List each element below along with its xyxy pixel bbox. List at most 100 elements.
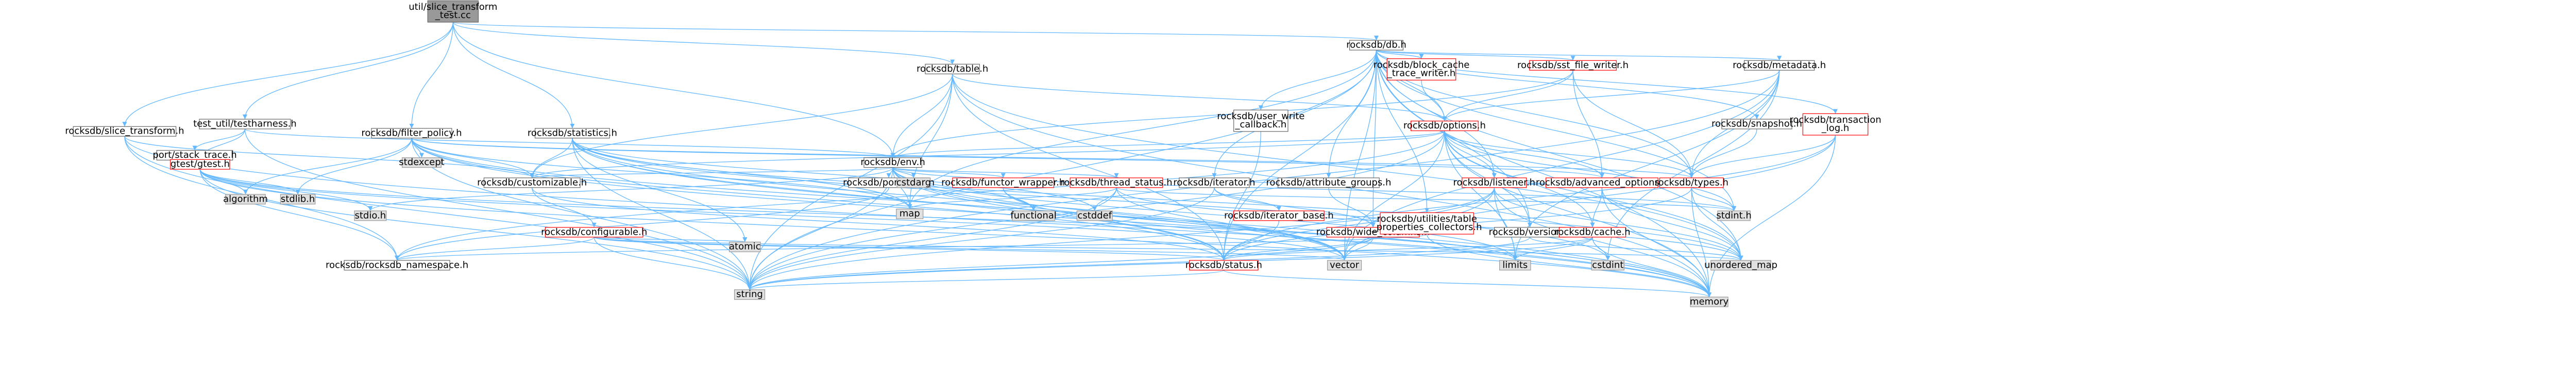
edge-tableproperties-to-memory — [1426, 234, 1712, 297]
node-map[interactable]: map — [896, 208, 924, 219]
node-blockcache[interactable]: rocksdb/block_cache_trace_writer.h — [1374, 58, 1470, 80]
node-box-cstdarg — [896, 177, 931, 188]
node-sstfilewriter[interactable]: rocksdb/sst_file_writer.h — [1517, 60, 1629, 71]
node-label-algorithm: algorithm — [223, 193, 268, 204]
edge-statistics-to-cstddef — [572, 138, 1097, 211]
edge-transactionlog-to-status — [1221, 135, 1836, 260]
node-configurable[interactable]: rocksdb/configurable.h — [541, 226, 647, 238]
node-box-testharness — [199, 119, 291, 129]
node-userwrite[interactable]: rocksdb/user_write_callback.h — [1217, 109, 1304, 132]
node-box-env — [863, 157, 922, 168]
node-box-options — [1411, 121, 1479, 132]
edge-transactionlog-to-types — [1689, 135, 1836, 178]
node-vector[interactable]: vector — [1327, 259, 1362, 271]
node-functional[interactable]: functional — [1010, 210, 1057, 221]
node-label-root: util/slice_transform — [409, 2, 497, 12]
edge-options-to-types — [1444, 130, 1694, 178]
node-portstack[interactable]: port/stack_trace.h — [152, 150, 237, 161]
node-statistics[interactable]: rocksdb/statistics.h — [528, 127, 617, 139]
node-status[interactable]: rocksdb/status.h — [1185, 259, 1262, 271]
node-label-limits: limits — [1502, 259, 1528, 270]
edge-options-to-namespace — [395, 130, 1445, 260]
node-attributegroups[interactable]: rocksdb/attribute_groups.h — [1266, 177, 1391, 188]
node-functorwrapper[interactable]: rocksdb/functor_wrapper.h — [941, 177, 1065, 188]
edge-table-to-status — [952, 74, 1226, 260]
node-memory[interactable]: memory — [1690, 296, 1729, 307]
edge-root-to-statistics — [452, 22, 575, 128]
node-label-iterator: rocksdb/iterator.h — [1173, 177, 1255, 188]
edge-cache-to-string — [747, 237, 1593, 290]
node-stdio[interactable]: stdio.h — [354, 210, 387, 221]
edge-db-to-map — [907, 50, 1377, 209]
node-customizable[interactable]: rocksdb/customizable.h — [477, 177, 587, 188]
edge-filterpolicy-to-status — [411, 138, 1226, 260]
node-limits[interactable]: limits — [1499, 259, 1531, 271]
edge-options-to-stdint — [1444, 130, 1737, 211]
edge-sstfilewriter-to-env — [890, 70, 1573, 158]
edge-testharness-to-portstack — [192, 128, 246, 151]
node-box-listener — [1462, 177, 1527, 188]
node-unorderedmap[interactable]: unordered_map — [1704, 259, 1777, 271]
node-filterpolicy[interactable]: rocksdb/filter_policy.h — [361, 127, 462, 139]
node-namespace[interactable]: rocksdb/rocksdb_namespace.h — [326, 259, 468, 271]
node-cstdarg[interactable]: cstdarg — [896, 177, 931, 188]
node-box-stdint — [1717, 210, 1751, 221]
node-root[interactable]: util/slice_transform_test.cc — [409, 0, 497, 23]
edge-version-to-string — [747, 237, 1531, 290]
node-stdlib[interactable]: stdlib.h — [280, 193, 316, 205]
node-advancedoptions[interactable]: rocksdb/advanced_options.h — [1536, 177, 1668, 188]
edge-db-to-attributegroups — [1326, 50, 1377, 178]
node-label-memory: memory — [1690, 296, 1729, 307]
edge-env-to-threadstatus — [892, 167, 1119, 178]
edge-statistics-to-memory — [572, 138, 1711, 297]
edge-types-to-memory — [1691, 187, 1712, 297]
edge-gtest-to-namespace — [199, 169, 400, 260]
node-box-metadata — [1743, 60, 1815, 71]
node-options[interactable]: rocksdb/options.h — [1403, 120, 1486, 132]
edge-widecolumns-to-string — [747, 237, 1374, 290]
node-stdexcept[interactable]: stdexcept — [399, 157, 445, 168]
node-testharness[interactable]: test_util/testharness.h — [193, 119, 297, 129]
node-db[interactable]: rocksdb/db.h — [1346, 40, 1406, 51]
node-cache[interactable]: rocksdb/cache.h — [1554, 226, 1630, 238]
node-label-stdlib: stdlib.h — [281, 193, 315, 204]
edge-options-to-advancedoptions — [1444, 130, 1604, 178]
node-label-functional: functional — [1010, 210, 1057, 221]
edge-advancedoptions-to-memory — [1601, 187, 1712, 297]
node-atomic[interactable]: atomic — [729, 241, 761, 252]
node-table[interactable]: rocksdb/table.h — [917, 63, 988, 74]
node-snapshot[interactable]: rocksdb/snapshot.h — [1711, 119, 1802, 129]
edge-configurable-to-vector — [594, 237, 1347, 261]
node-algorithm[interactable]: algorithm — [223, 193, 268, 205]
node-string[interactable]: string — [734, 289, 766, 300]
edge-db-to-userwrite — [1258, 50, 1377, 110]
node-iterator[interactable]: rocksdb/iterator.h — [1173, 177, 1255, 188]
edge-widecolumns-to-vector — [1342, 237, 1374, 260]
edge-widecolumns-to-status — [1221, 237, 1374, 261]
node-iteratorbase[interactable]: rocksdb/iterator_base.h — [1224, 210, 1334, 221]
node-label-tableproperties: _properties_collectors.h — [1371, 222, 1482, 233]
node-listener[interactable]: rocksdb/listener.h — [1453, 177, 1536, 188]
node-label-blockcache: _trace_writer.h — [1387, 68, 1456, 79]
edge-statistics-to-customizable — [530, 138, 573, 178]
node-tableproperties[interactable]: rocksdb/utilities/table_properties_colle… — [1371, 212, 1482, 235]
node-types[interactable]: rocksdb/types.h — [1655, 177, 1728, 188]
edge-configurable-to-unorderedmap — [594, 237, 1743, 261]
node-version[interactable]: rocksdb/version.h — [1489, 226, 1571, 238]
node-transactionlog[interactable]: rocksdb/transaction_log.h — [1789, 113, 1882, 136]
node-cstdint[interactable]: cstdint — [1591, 259, 1624, 271]
node-box-configurable — [545, 227, 643, 238]
edge-listener-to-string — [747, 187, 1495, 290]
edge-metadata-to-cstdint — [1605, 70, 1780, 260]
node-gtest[interactable]: gtest/gtest.h — [170, 159, 230, 170]
header-nodes: util/slice_transform_test.cc rocksdb/db.h… — [65, 0, 1882, 307]
node-slicetransform[interactable]: rocksdb/slice_transform.h — [65, 126, 184, 137]
node-stdint[interactable]: stdint.h — [1716, 210, 1752, 221]
node-env[interactable]: rocksdb/env.h — [860, 157, 925, 168]
node-label-db: rocksdb/db.h — [1346, 40, 1406, 51]
node-box-stdexcept — [401, 157, 442, 168]
edge-attributegroups-to-widecolumns — [1328, 187, 1376, 227]
node-metadata[interactable]: rocksdb/metadata.h — [1733, 60, 1826, 71]
node-threadstatus[interactable]: rocksdb/thread_status.h — [1060, 177, 1173, 188]
node-cstddef[interactable]: cstddef — [1076, 210, 1113, 221]
